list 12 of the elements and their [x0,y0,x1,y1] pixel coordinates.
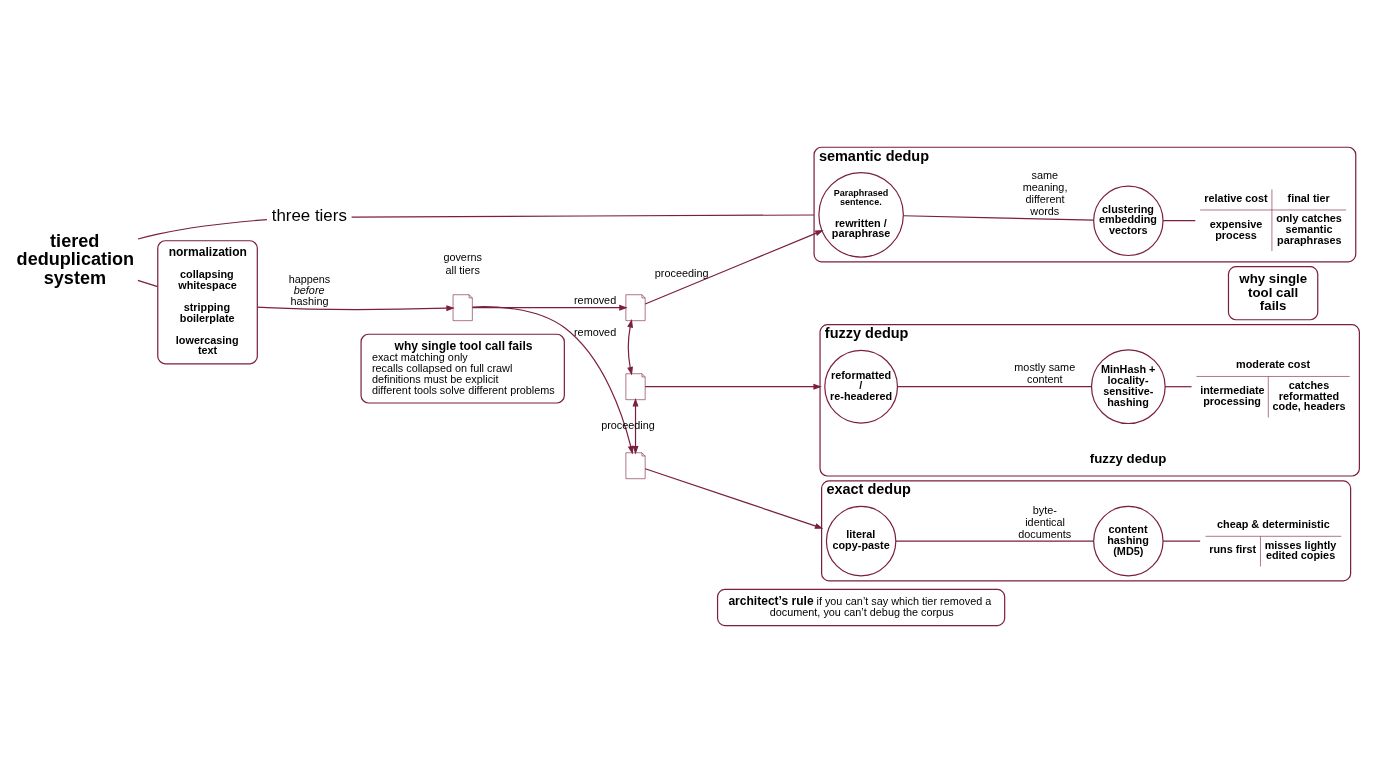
edge-label: mostly same content [1014,361,1076,386]
edge-label: removed [573,294,617,307]
node-text: three tiers [271,206,347,226]
edge-label: removed [573,325,617,338]
node-text: relative cost final tier expensive process only catches semantic paraphrases [1204,191,1342,246]
edge-label: same meaning, different words [1022,168,1068,218]
node-text: moderate cost intermediate processing catches reformatted code, headers [1200,358,1346,413]
node-text: tiered deduplication system [16,231,135,288]
edge-label: byte-identical documents [1018,503,1072,540]
edge-label: proceeding [654,267,709,280]
label: governs all tiers [443,251,482,276]
edge-label: happens before hashing [288,273,331,307]
